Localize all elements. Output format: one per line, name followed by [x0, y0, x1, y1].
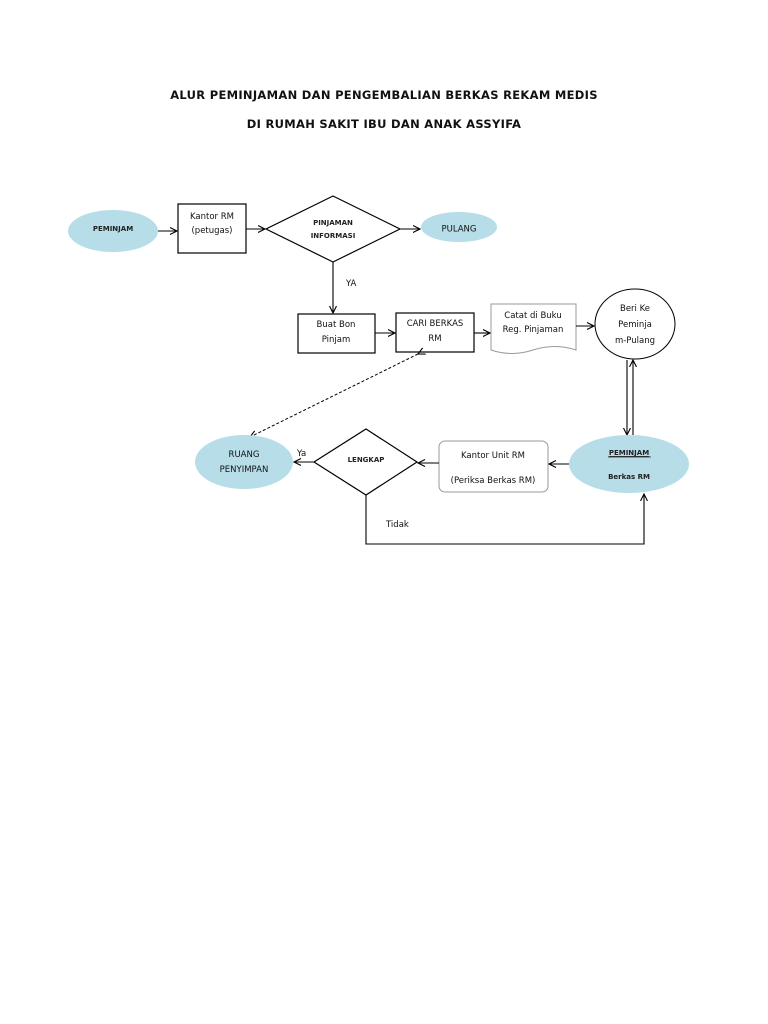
edge-label-tidak: Tidak	[385, 520, 409, 530]
decision-lengkap-label: LENGKAP	[348, 456, 385, 464]
node-pulang: PULANG	[421, 212, 497, 242]
node-catat-buku: Catat di Buku Reg. Pinjaman	[490, 303, 577, 354]
node-catat-buku-line-1: Catat di Buku	[504, 311, 561, 321]
node-beri-ke-line-1: Beri Ke	[620, 304, 650, 314]
decision-pinjaman-informasi: PINJAMAN INFORMASI	[264, 195, 402, 263]
arrow-lengkap-tidak-loop	[365, 494, 644, 545]
node-cari-berkas-line-2: RM	[428, 334, 441, 344]
node-kantor-rm-line-2: (petugas)	[191, 226, 232, 236]
node-peminjam-start: PEMINJAM	[68, 210, 158, 252]
edge-label-ya-lower: Ya	[296, 449, 306, 459]
node-catat-buku-line-2: Reg. Pinjaman	[503, 325, 564, 335]
dashed-arrow-cari-ruang	[250, 354, 418, 437]
node-beri-ke-peminjam: Beri Ke Peminja m-Pulang	[594, 288, 676, 360]
node-kantor-unit-line-1: Kantor Unit RM	[461, 451, 525, 461]
node-peminjam-start-label: PEMINJAM	[93, 225, 133, 233]
diagram-title-line-1: ALUR PEMINJAMAN DAN PENGEMBALIAN BERKAS …	[170, 88, 598, 102]
node-kantor-rm: Kantor RM (petugas)	[177, 203, 247, 254]
node-kantor-unit-line-2: (Periksa Berkas RM)	[451, 476, 536, 486]
node-cari-berkas: CARI BERKAS RM	[395, 312, 475, 353]
node-buat-bon-line-1: Buat Bon	[317, 320, 356, 330]
node-cari-berkas-line-1: CARI BERKAS	[407, 319, 464, 329]
decision-pinjaman-informasi-line-2: INFORMASI	[311, 232, 356, 240]
node-peminjam-berkas-line-1: PEMINJAM	[609, 449, 649, 457]
node-ruang-penyimpan-line-1: RUANG	[229, 450, 260, 460]
node-beri-ke-line-2: Peminja	[618, 320, 652, 330]
edge-label-ya-upper: YA	[345, 279, 357, 289]
node-buat-bon-line-2: Pinjam	[322, 335, 351, 345]
diagram-title-line-2: DI RUMAH SAKIT IBU DAN ANAK ASSYIFA	[246, 117, 522, 131]
node-kantor-unit: Kantor Unit RM (Periksa Berkas RM)	[438, 440, 549, 493]
node-beri-ke-line-3: m-Pulang	[615, 336, 655, 346]
node-kantor-rm-line-1: Kantor RM	[190, 212, 234, 222]
decision-lengkap: LENGKAP	[312, 428, 419, 496]
node-ruang-penyimpan: RUANG PENYIMPAN	[195, 435, 293, 489]
decision-pinjaman-informasi-line-1: PINJAMAN	[313, 219, 353, 227]
node-buat-bon: Buat Bon Pinjam	[297, 313, 376, 354]
node-peminjam-berkas-line-2: Berkas RM	[608, 473, 650, 481]
node-peminjam-berkas: PEMINJAM Berkas RM	[569, 435, 689, 493]
node-ruang-penyimpan-line-2: PENYIMPAN	[220, 465, 269, 475]
node-pulang-label: PULANG	[441, 225, 476, 235]
